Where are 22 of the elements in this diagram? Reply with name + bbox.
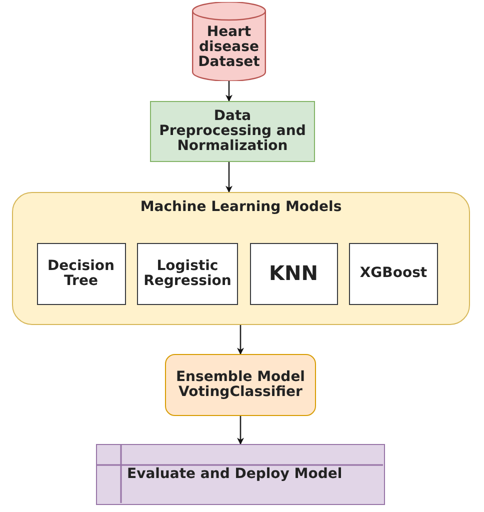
group-title: Machine Learning Models [139,200,343,215]
model-label: Decision Tree [46,258,116,288]
process-label: Data Preprocessing and Normalization [158,109,307,154]
database-cylinder [192,2,266,81]
process-box [165,354,316,416]
group-container [12,192,470,325]
model-box [349,242,438,304]
arrow [226,81,232,102]
process-label: Ensemble Model VotingClassifier [174,370,306,400]
process-label: Evaluate and Deploy Model [127,467,344,482]
arrow [237,325,244,355]
model-box [36,242,126,304]
process-box [150,101,315,162]
model-box [137,242,238,304]
model-label: Logistic Regression [142,258,232,288]
model-label: KNN [269,263,318,284]
model-label: XGBoost [360,266,428,281]
arrow [226,162,232,193]
dataset-label: Heart disease Dataset [197,25,261,70]
internal-storage-box [96,444,385,505]
model-box [250,242,338,304]
arrow [237,416,244,445]
